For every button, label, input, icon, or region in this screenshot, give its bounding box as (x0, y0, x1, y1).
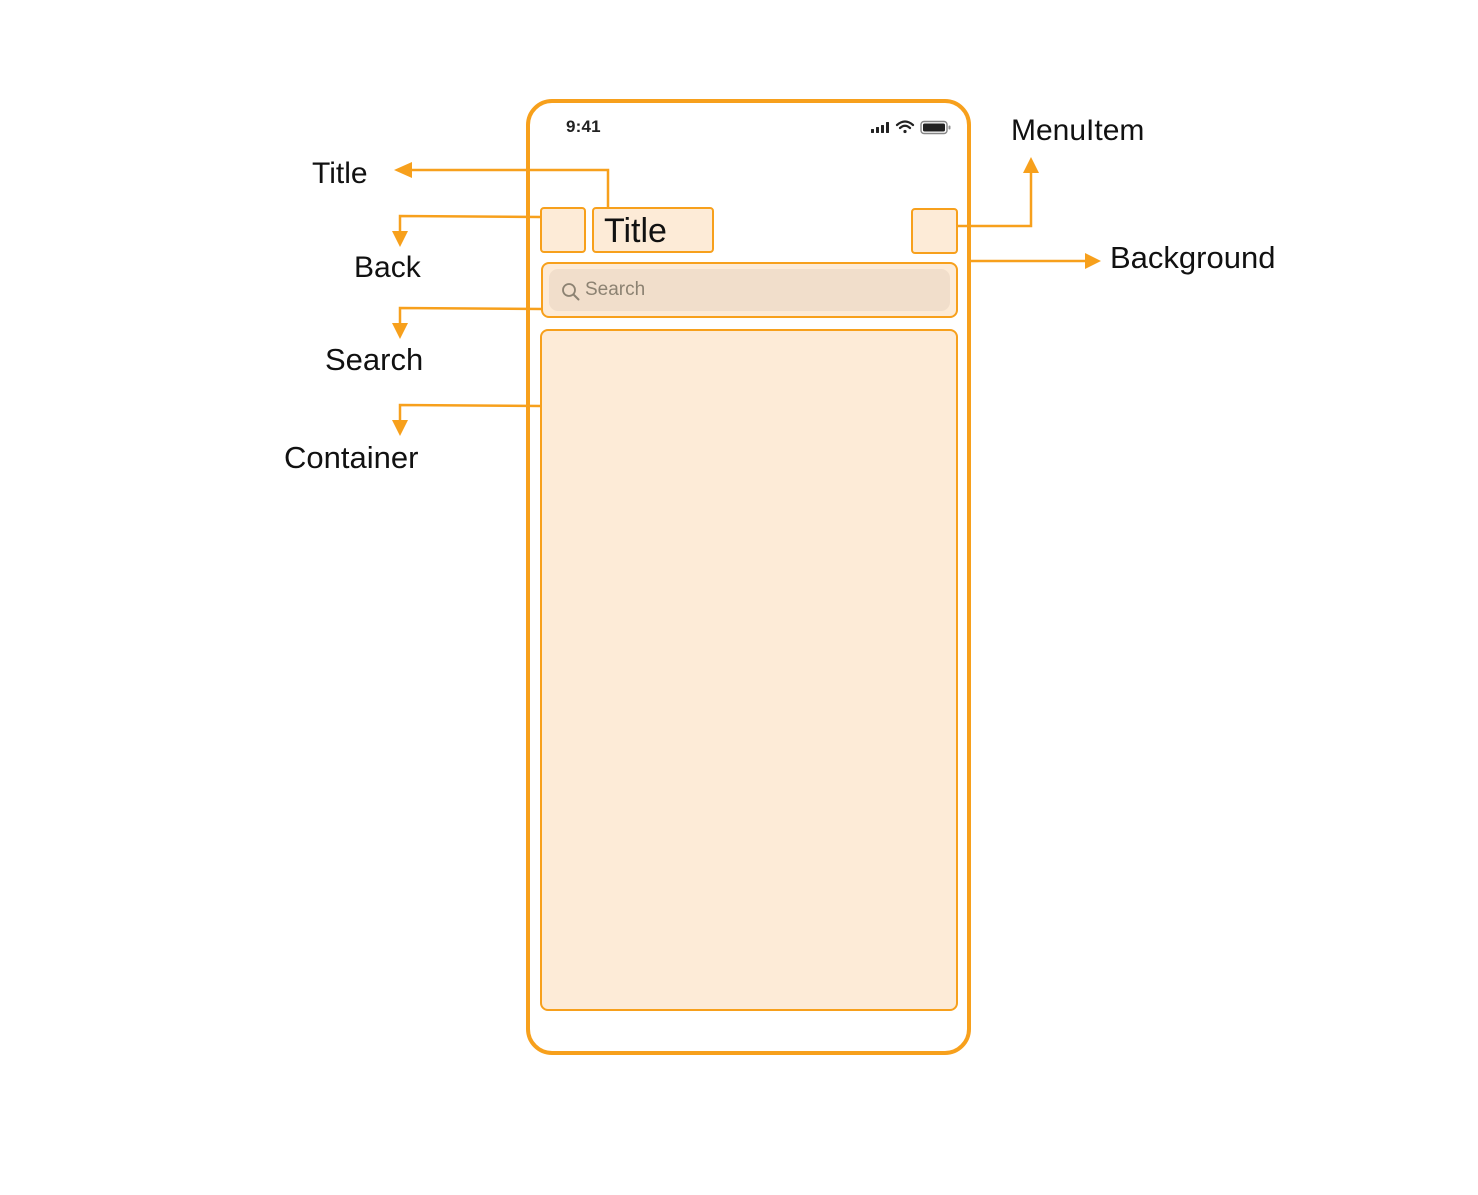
callout-background: Background (1110, 240, 1276, 275)
search-arrowhead (392, 323, 408, 339)
nav-title: Title (604, 212, 667, 250)
search-bar (541, 262, 958, 318)
callout-menu-item: MenuItem (1011, 114, 1145, 147)
battery-icon (920, 120, 951, 135)
search-icon (562, 283, 580, 301)
status-bar-time: 9:41 (566, 117, 601, 136)
container-leader (398, 403, 542, 425)
menu-item-button[interactable] (911, 208, 958, 254)
back-arrowhead (392, 231, 408, 247)
search-input[interactable] (549, 269, 950, 311)
back-button[interactable] (540, 207, 586, 253)
content-container (540, 329, 958, 1011)
background-arrowhead (1085, 253, 1101, 269)
nav-title-box: Title (592, 207, 714, 253)
search-leader (398, 306, 543, 328)
callout-title: Title (312, 157, 368, 190)
wifi-icon (895, 120, 915, 134)
title-arrowhead (394, 162, 412, 178)
container-arrowhead (392, 420, 408, 436)
cellular-signal-icon (871, 122, 889, 133)
callout-search: Search (325, 342, 424, 377)
callout-container: Container (284, 440, 419, 475)
status-bar-icons (871, 120, 951, 135)
callout-back: Back (354, 251, 421, 284)
menu-item-arrowhead (1023, 157, 1039, 173)
back-leader (398, 214, 541, 236)
